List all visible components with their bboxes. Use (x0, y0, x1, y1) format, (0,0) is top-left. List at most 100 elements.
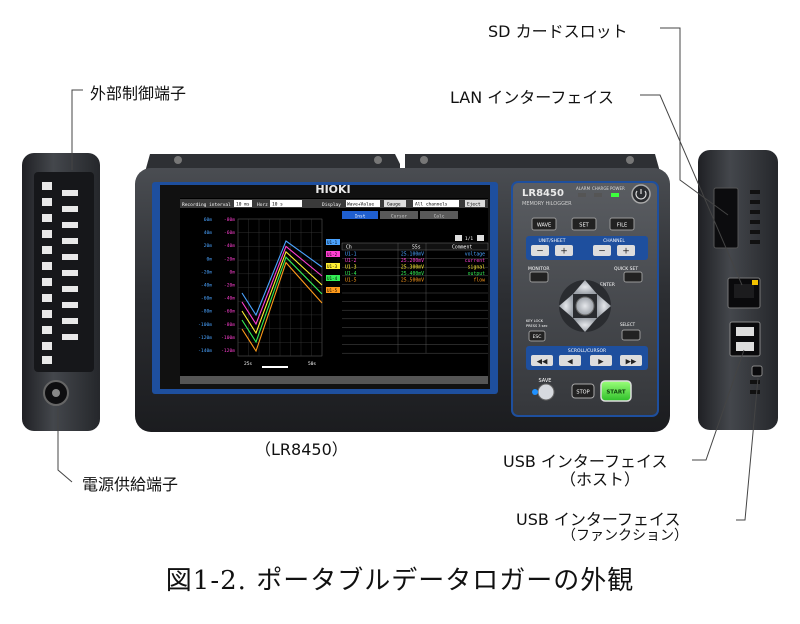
channel-tag-label: U1-3 (327, 264, 338, 269)
monitor-button[interactable] (529, 271, 549, 283)
dpad-down-button[interactable] (573, 318, 597, 332)
axis-left-tick: -40m (201, 283, 212, 289)
tab-calc-label: Calc (434, 214, 445, 220)
callout-usb-function: USB インターフェイス (516, 510, 681, 529)
axis-right-tick: -80m (224, 322, 235, 328)
start-button[interactable]: START (600, 380, 632, 402)
svg-text:◀: ◀ (567, 358, 573, 366)
table-cell-value: 25.400mV (401, 271, 424, 277)
brand-logo: HIOKI (315, 183, 350, 196)
page-next-button[interactable] (477, 235, 484, 241)
svg-text:FILE: FILE (617, 223, 627, 229)
page-indicator: 1/1 (465, 236, 473, 242)
channel-tag[interactable] (326, 251, 340, 257)
quick-set-label: QUICK SET (614, 266, 638, 272)
top-handle-right (405, 154, 660, 172)
led-charge (594, 193, 602, 197)
tab-inst-label: Inst (355, 214, 366, 220)
dpad-left-button[interactable] (559, 294, 573, 318)
table-cell-ch: U1-4 (345, 271, 357, 277)
axis-left-tick: -80m (201, 309, 212, 315)
tab-calc[interactable] (420, 211, 458, 219)
wave-button[interactable]: WAVE (531, 217, 557, 231)
axis-left-tick: 40m (204, 230, 213, 236)
table-cell-ch: U1-1 (345, 252, 357, 258)
enter-button[interactable] (575, 296, 595, 316)
enter-label: ENTER (600, 282, 615, 288)
callout-sd-slot: SD カードスロット (488, 22, 628, 41)
table-cell-ch: U1-2 (345, 258, 357, 264)
table-header-cell: 55s (412, 245, 421, 251)
esc-button[interactable]: ESC (528, 330, 546, 342)
gauge-button[interactable] (384, 200, 406, 207)
scroll-fast-back-button[interactable]: ◀◀ (531, 355, 553, 366)
horz-select[interactable] (270, 200, 302, 207)
time-scrollbar[interactable] (262, 366, 288, 368)
scroll-forward-button[interactable]: ▶ (590, 355, 612, 366)
set-button[interactable]: SET (571, 217, 597, 231)
eject-button[interactable] (465, 200, 485, 207)
channel-tag-label: U1-1 (327, 240, 338, 245)
table-cell-comment: signal (468, 265, 485, 271)
page-prev-button[interactable] (455, 235, 462, 241)
lcd-screen: Recording interval 10 ms Horz 10 s Displ… (180, 198, 489, 384)
model-label: LR8450 (522, 188, 564, 199)
sd-card-slot (713, 187, 739, 249)
monitor-label: MONITOR (528, 266, 550, 272)
unit-minus-button[interactable]: − (531, 245, 549, 257)
led-power (611, 193, 619, 197)
save-led (532, 389, 538, 395)
channel-tag[interactable] (326, 239, 340, 245)
tab-inst[interactable] (342, 211, 378, 219)
led-alarm (578, 193, 586, 197)
x-label-50s: 50s (308, 361, 316, 367)
led-label-charge: CHARGE (592, 186, 609, 191)
screw (174, 156, 182, 164)
waveform-u1-1 (241, 240, 323, 317)
axis-left-tick: -60m (201, 296, 212, 302)
screen-toolbar (180, 199, 488, 208)
channel-tag[interactable] (326, 287, 340, 293)
led-label-power: POWER (610, 186, 625, 191)
channel-plus-button[interactable]: + (617, 245, 635, 257)
top-handle-left (145, 154, 400, 172)
rec-interval-label: Recording interval (182, 202, 231, 208)
dpad-right-button[interactable] (597, 294, 611, 318)
channel-tag[interactable] (326, 263, 340, 269)
select-button[interactable] (621, 329, 641, 341)
callout-model: （LR8450） (255, 440, 348, 459)
scroll-back-button[interactable]: ◀ (559, 355, 581, 366)
save-label: SAVE (539, 378, 552, 384)
power-jack-pin (52, 389, 60, 397)
table-header-cell: Ch (346, 245, 352, 251)
file-button[interactable]: FILE (609, 217, 635, 231)
led-label-alarm: ALARM (576, 186, 591, 191)
channel-tag[interactable] (326, 275, 340, 281)
channels-select[interactable] (413, 200, 459, 207)
stop-button[interactable]: STOP (571, 383, 595, 399)
save-button[interactable] (537, 383, 555, 401)
quick-set-button[interactable] (623, 271, 643, 283)
left-side-view (22, 153, 100, 431)
svg-text:STOP: STOP (576, 390, 589, 396)
dpad-up-button[interactable] (573, 280, 597, 294)
leader-power (57, 408, 73, 483)
display-select[interactable] (346, 200, 380, 207)
lan-led (752, 280, 758, 285)
unit-plus-button[interactable]: + (555, 245, 573, 257)
scroll-fast-forward-button[interactable]: ▶▶ (620, 355, 642, 366)
usb-host-port-2 (736, 342, 754, 351)
rec-interval-select[interactable] (234, 200, 252, 207)
svg-text:▶▶: ▶▶ (626, 358, 637, 366)
svg-text:START: START (606, 390, 626, 396)
svg-text:▶: ▶ (598, 358, 604, 366)
table-header (341, 242, 489, 251)
channel-minus-button[interactable]: − (593, 245, 611, 257)
key-lock-label: KEY LOCK (526, 319, 544, 323)
leader-lines (57, 27, 759, 521)
axis-right-tick: -80m (224, 217, 235, 223)
tab-cursor[interactable] (380, 211, 418, 219)
